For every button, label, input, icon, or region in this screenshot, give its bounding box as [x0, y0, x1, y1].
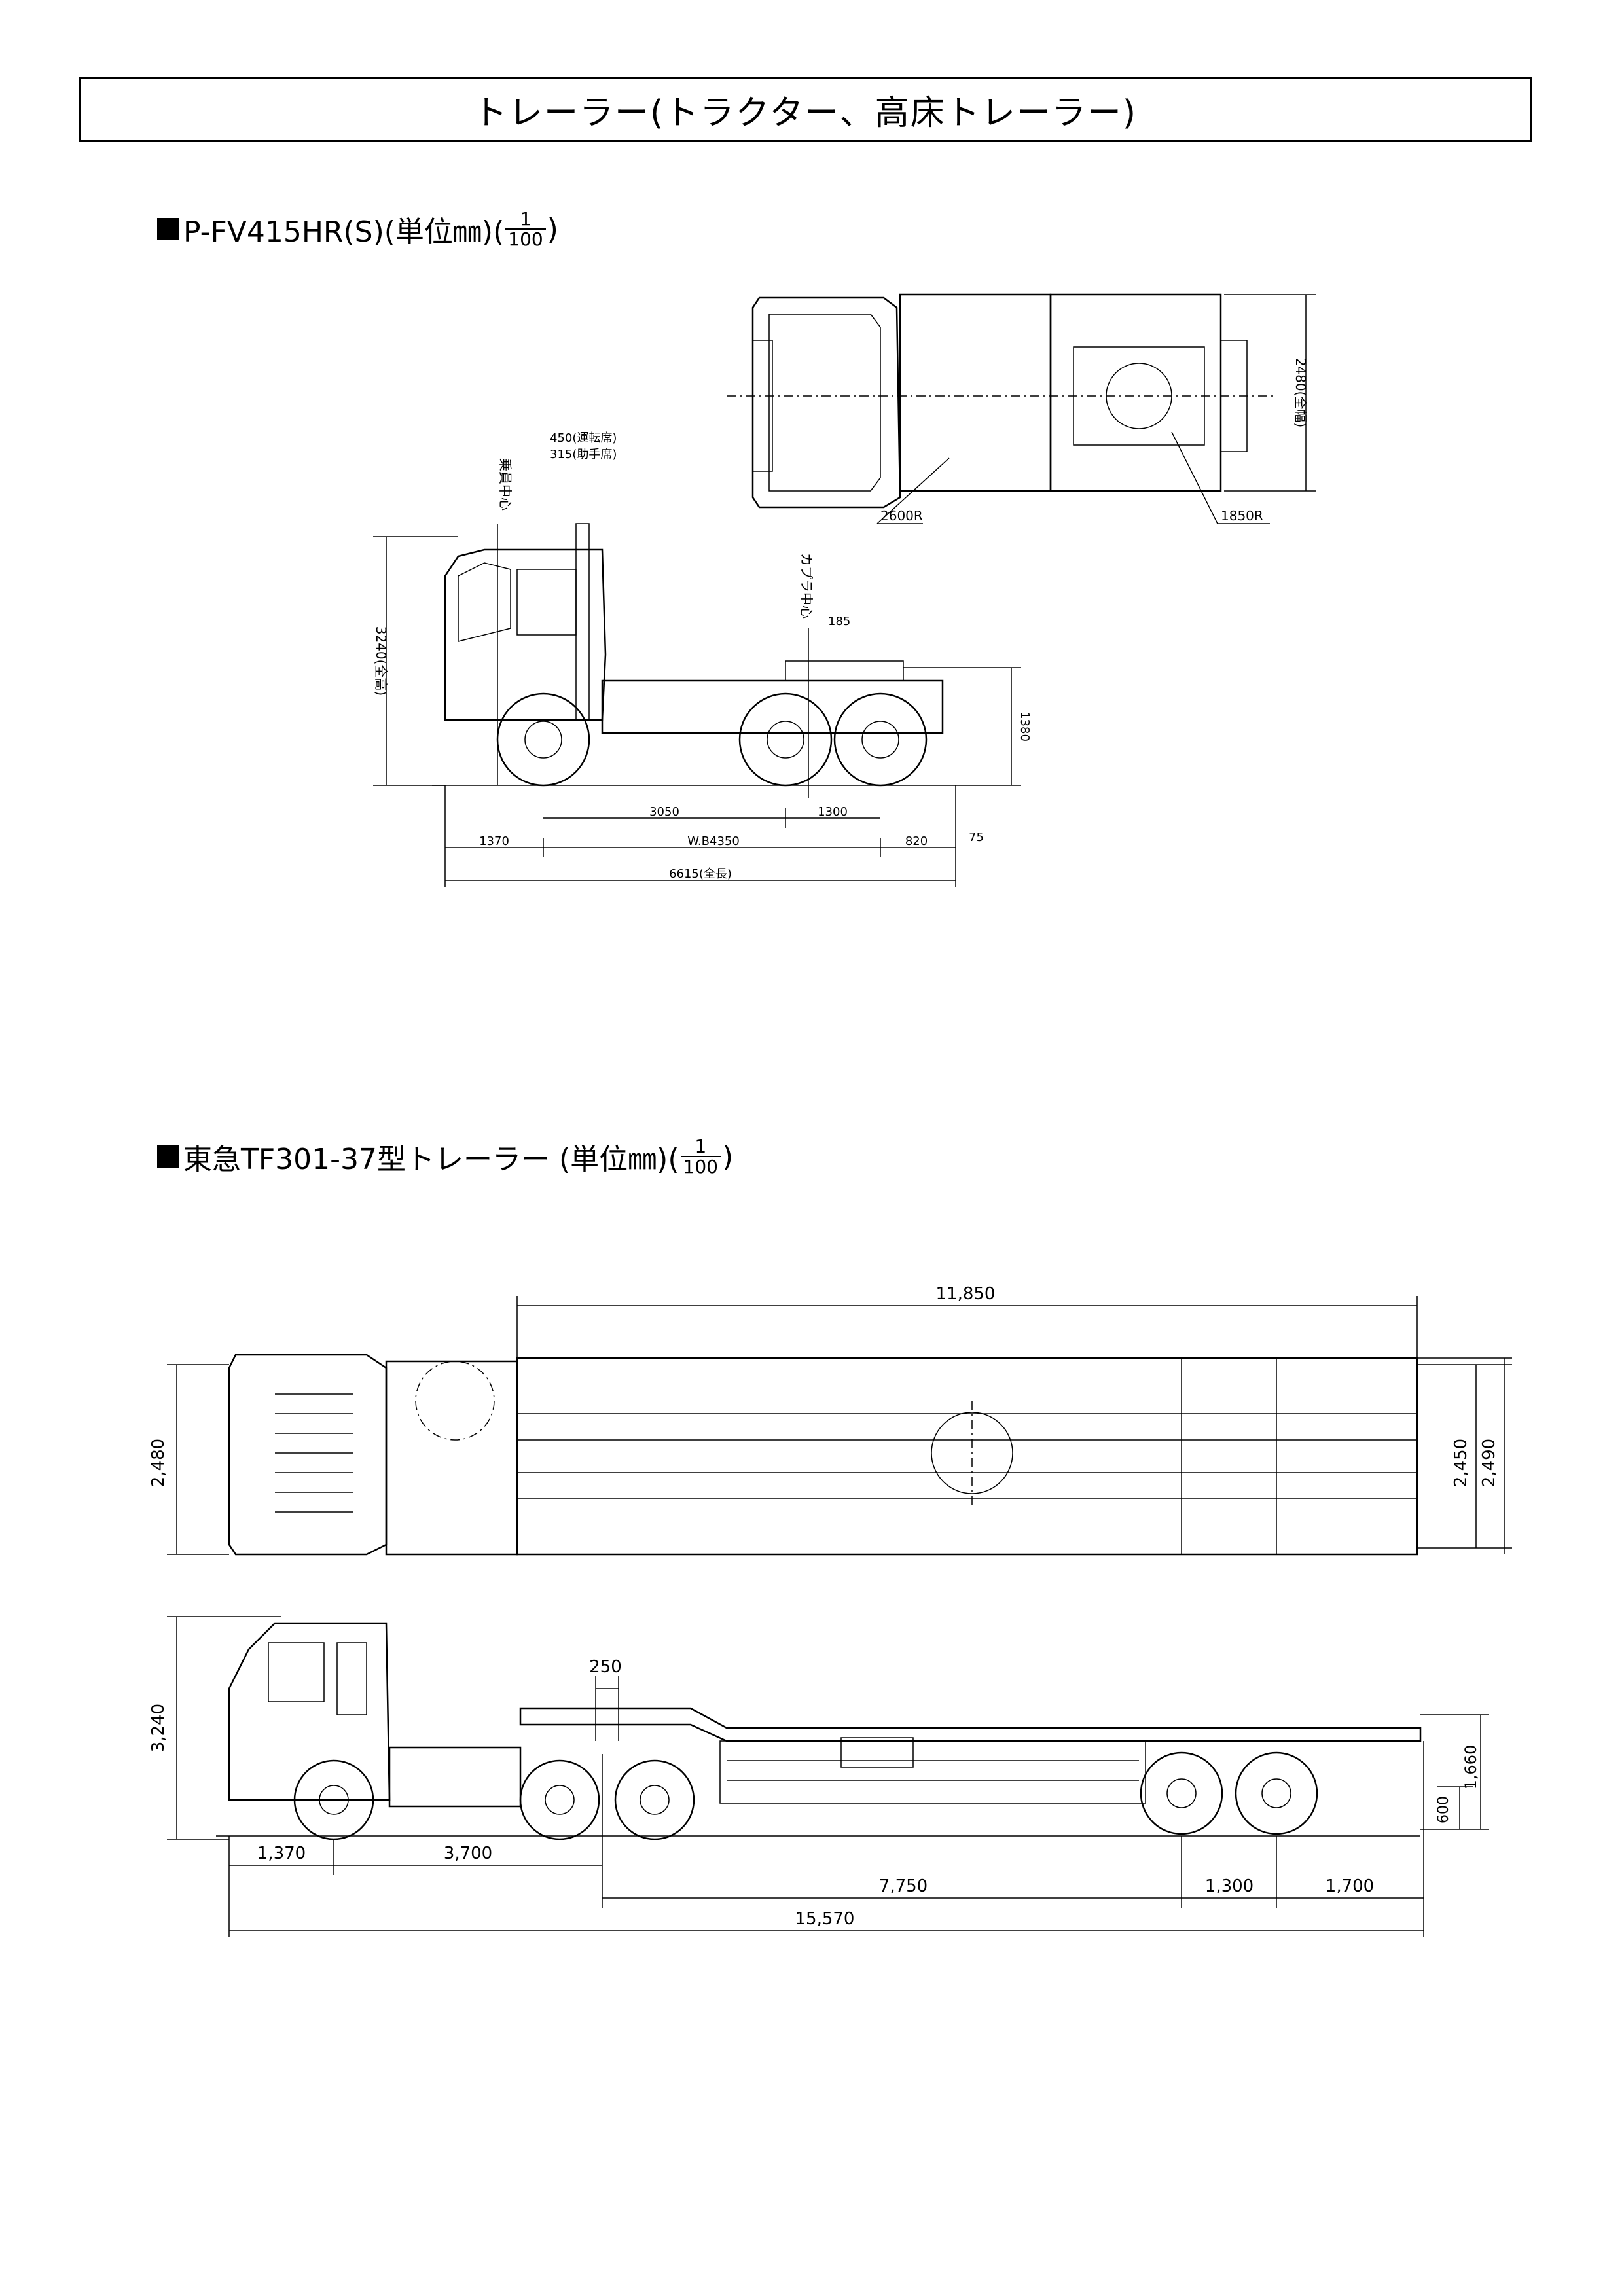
tractor-heading-suffix: ) — [547, 212, 558, 246]
trailer-heading-suffix: ) — [721, 1139, 734, 1174]
seat-center-label: 乗員中心 — [497, 458, 513, 511]
dim-11850-label: 11,850 — [936, 1284, 996, 1304]
dim-1700-label: 1,700 — [1326, 1876, 1374, 1896]
trailer-rear-wheel-1 — [1140, 1751, 1223, 1835]
tractor-scale-denominator: 100 — [505, 228, 546, 249]
hub — [319, 1785, 349, 1815]
tractor-frame-rear — [1049, 293, 1222, 492]
trailer-side-deck — [519, 1707, 1422, 1742]
trailer-side-frame — [719, 1740, 1146, 1804]
trailer-heading: 東急TF301-37型トレーラー (単位㎜)( 1 100 ) — [157, 1136, 733, 1177]
dim-1370-label: 1,370 — [257, 1844, 306, 1863]
tractor-cab-outline — [751, 296, 901, 509]
dim-600-label: 600 — [1435, 1796, 1452, 1823]
tractor-length-label: 6615(全長) — [669, 867, 732, 881]
trailer-tractor-frame — [385, 1360, 518, 1556]
radius-line — [876, 457, 950, 524]
radius-line — [1171, 431, 1218, 524]
tractor-front-wheel — [496, 692, 590, 787]
trailer-side-box — [840, 1737, 914, 1768]
hub — [640, 1785, 670, 1815]
dim-7750-label: 7,750 — [879, 1876, 928, 1896]
tractor-side-window — [516, 569, 577, 636]
dim-3240-label: 3,240 — [149, 1704, 168, 1752]
cab-grille-lines — [275, 1393, 353, 1513]
dim-15570-label: 15,570 — [795, 1909, 855, 1929]
dim-3050-label: 3050 — [649, 805, 679, 819]
tractor-side-chassis — [601, 679, 944, 734]
tractor-exhaust — [575, 523, 590, 721]
dim-250-label: 250 — [589, 1657, 622, 1677]
trailer-scale-denominator: 100 — [680, 1156, 721, 1176]
tractor-scale-numerator: 1 — [520, 207, 532, 230]
trailer-side-tractor-rear-wheel-2 — [614, 1759, 695, 1840]
trailer-top-view: 11,850 2,480 2,450 2,490 — [149, 1284, 1512, 1556]
driver-seat-label: 450(運転席) — [550, 431, 617, 445]
dim-3700-label: 3,700 — [444, 1844, 492, 1863]
page-title-box: トレーラー(トラクター、高床トレーラー) — [79, 77, 1532, 142]
tractor-rear-hub-2 — [861, 721, 899, 759]
coupler-center-label: カプラ中心 — [799, 553, 814, 619]
trailer-tractor-coupler-circle — [415, 1361, 495, 1441]
trailer-side-tractor-rear-wheel-1 — [519, 1759, 600, 1840]
dim-2490-label: 2,490 — [1479, 1439, 1499, 1487]
tractor-frame-front — [899, 293, 1052, 492]
trailer-rear-wheel-2 — [1235, 1751, 1318, 1835]
trailer-side-cab-door-window — [336, 1642, 367, 1715]
trailer-side-tractor-chassis — [388, 1746, 522, 1808]
dim-1370-label: 1370 — [479, 834, 509, 848]
dim-1300-label: 1,300 — [1205, 1876, 1254, 1896]
dim-185-label: 185 — [828, 615, 850, 628]
tractor-top-view: 2480(全幅) 2600R 1850R — [727, 293, 1316, 524]
trailer-side-cab-window — [268, 1642, 325, 1702]
dim-820-label: 820 — [905, 834, 928, 848]
radius-2600-label: 2600R — [880, 508, 923, 524]
dim-1660-label: 1,660 — [1462, 1745, 1480, 1790]
tractor-rear-wheel-1 — [738, 692, 833, 787]
tractor-rear-hub-1 — [767, 721, 804, 759]
tractor-rear-wheel-2 — [833, 692, 928, 787]
hub — [1166, 1778, 1197, 1808]
tractor-side-coupler — [785, 660, 904, 681]
dim-2480-label: 2,480 — [149, 1439, 168, 1487]
hub — [1261, 1778, 1291, 1808]
heading-square-icon — [157, 218, 179, 240]
trailer-side-cab — [228, 1622, 391, 1801]
tractor-cab-roof — [768, 314, 881, 492]
tractor-side-windshield — [458, 562, 511, 642]
tractor-heading: P-FV415HR(S)(単位㎜)( 1 100 ) — [157, 208, 558, 250]
dim-75-label: 75 — [969, 831, 984, 844]
passenger-seat-label: 315(助手席) — [550, 448, 617, 461]
trailer-scale-numerator: 1 — [695, 1135, 707, 1157]
heading-square-icon — [157, 1145, 179, 1168]
tractor-front-hub — [524, 721, 562, 759]
dim-2450-label: 2,450 — [1451, 1439, 1471, 1487]
dim-1300-label: 1300 — [818, 805, 848, 819]
trailer-bed-top — [516, 1357, 1418, 1556]
trailer-tractor-cab — [228, 1354, 388, 1556]
hub — [545, 1785, 575, 1815]
trailer-scale-fraction: 1 100 — [680, 1135, 721, 1177]
trailer-bed-circle — [931, 1412, 1013, 1494]
tractor-height-label: 3240(全高) — [373, 626, 389, 696]
trailer-side-view: 3,240 250 1,660 600 1,370 3,700 7,750 1,… — [149, 1616, 1489, 1937]
tractor-side-view: 乗員中心 450(運転席) 315(助手席) カプラ中心 185 3240(全高… — [373, 431, 1032, 887]
tractor-scale-fraction: 1 100 — [505, 207, 546, 249]
tractor-width-label: 2480(全幅) — [1293, 358, 1308, 428]
tractor-bumper — [752, 340, 773, 472]
radius-1850-label: 1850R — [1221, 508, 1263, 524]
dim-1380-label: 1380 — [1018, 711, 1032, 742]
tractor-heading-text: P-FV415HR(S)(単位㎜)( — [183, 215, 505, 249]
trailer-heading-text: 東急TF301-37型トレーラー (単位㎜)( — [183, 1143, 679, 1176]
page-title: トレーラー(トラクター、高床トレーラー) — [473, 93, 1137, 133]
wheelbase-label: W.B4350 — [687, 834, 740, 848]
